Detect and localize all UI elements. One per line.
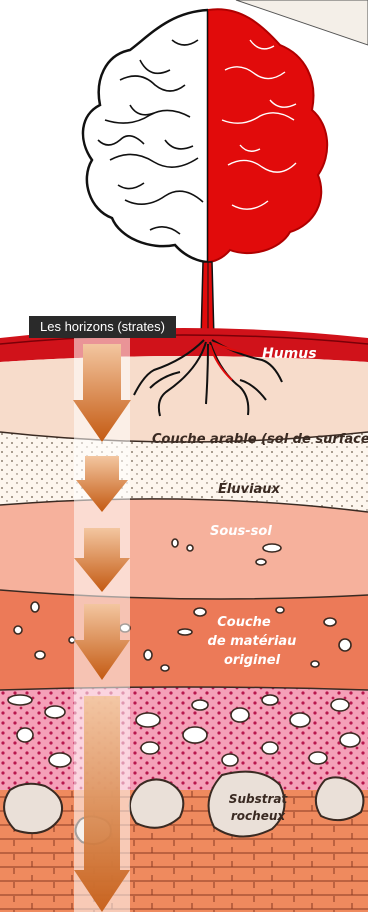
topsoil-layer xyxy=(0,356,368,442)
parent-material-layer xyxy=(0,590,368,690)
subsoil-label: Sous-sol xyxy=(210,524,272,539)
horizons-caption: Les horizons (strates) xyxy=(29,316,176,338)
bedrock-label-line1: Substrat xyxy=(229,792,289,806)
eluvial-label: Éluviaux xyxy=(218,481,281,497)
parent-label-line2: de matériau xyxy=(208,634,297,649)
tree-crown xyxy=(83,9,327,262)
parent-label-line3: originel xyxy=(224,653,281,668)
topsoil-label: Couche arable (sol de surface) xyxy=(152,432,368,447)
subsoil-layer xyxy=(0,499,368,599)
humus-label: Humus xyxy=(262,346,317,362)
bedrock-label-line2: rocheux xyxy=(231,809,287,823)
parent-label-line1: Couche xyxy=(217,615,271,630)
